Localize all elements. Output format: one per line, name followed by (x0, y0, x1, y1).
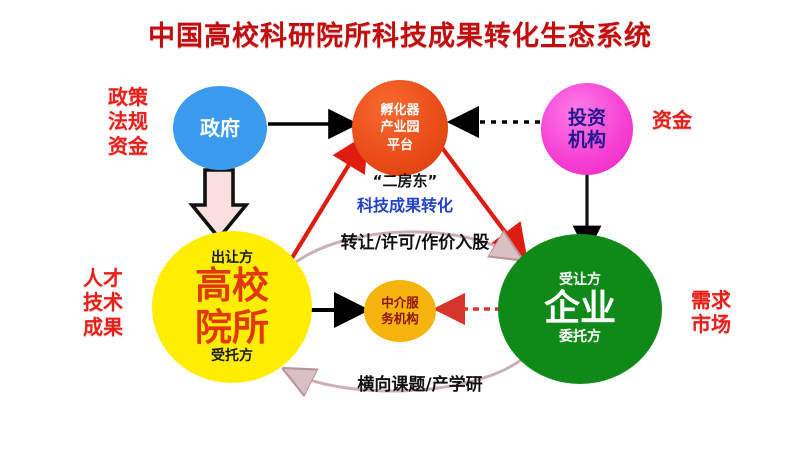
label-market-line2: 市场 (691, 312, 731, 337)
label-talent-line2: 技术 (83, 290, 123, 315)
label-policy-line2: 法规 (108, 109, 148, 134)
node-government-label: 政府 (200, 115, 240, 140)
label-market: 需求 市场 (680, 288, 742, 337)
label-funds: 资金 (652, 108, 692, 132)
node-university-main2: 院所 (195, 306, 269, 349)
node-investor[interactable]: 投资 机构 (541, 83, 633, 175)
node-agency[interactable]: 中介服 务机构 (364, 280, 436, 342)
node-enterprise-main: 企业 (543, 287, 616, 329)
node-incubator-line2: 产业园 (380, 120, 420, 136)
node-agency-line2: 务机构 (381, 311, 419, 326)
node-government[interactable]: 政府 (173, 86, 267, 170)
label-policy: 政策 法规 资金 (97, 85, 159, 158)
page-title: 中国高校科研院所科技成果转化生态系统 (148, 21, 652, 52)
node-enterprise[interactable]: 受让方 企业 委托方 (498, 234, 662, 384)
label-talent: 人才 技术 成果 (72, 266, 134, 339)
label-policy-line1: 政策 (108, 85, 148, 109)
label-market-line1: 需求 (691, 288, 731, 312)
label-horizontal-project: 横向课题/产学研 (357, 375, 483, 395)
node-enterprise-role-bottom: 委托方 (559, 329, 601, 346)
node-investor-line2: 机构 (567, 129, 606, 151)
node-university-role-bottom: 受托方 (211, 347, 253, 364)
label-tech-transform: 科技成果转化 (356, 196, 453, 215)
node-incubator-line3: 平台 (386, 137, 413, 153)
node-agency-line1: 中介服 (381, 294, 419, 310)
node-investor-line1: 投资 (567, 106, 606, 129)
label-talent-line1: 人才 (83, 266, 123, 290)
node-incubator[interactable]: 孵化器 产业园 平台 (352, 80, 448, 176)
node-university[interactable]: 出让方 高校 院所 受托方 (152, 231, 312, 383)
node-incubator-line1: 孵化器 (380, 103, 420, 119)
label-transfer-modes: 转让/许可/作价入股 (340, 233, 490, 253)
node-university-role-top: 出让方 (211, 249, 253, 266)
label-talent-line3: 成果 (83, 314, 123, 339)
node-university-main1: 高校 (195, 264, 269, 308)
label-sub-landlord: “二房东” (372, 172, 438, 190)
label-policy-line3: 资金 (108, 133, 148, 158)
node-enterprise-role-top: 受让方 (559, 271, 601, 288)
edge-government-university (188, 168, 250, 241)
